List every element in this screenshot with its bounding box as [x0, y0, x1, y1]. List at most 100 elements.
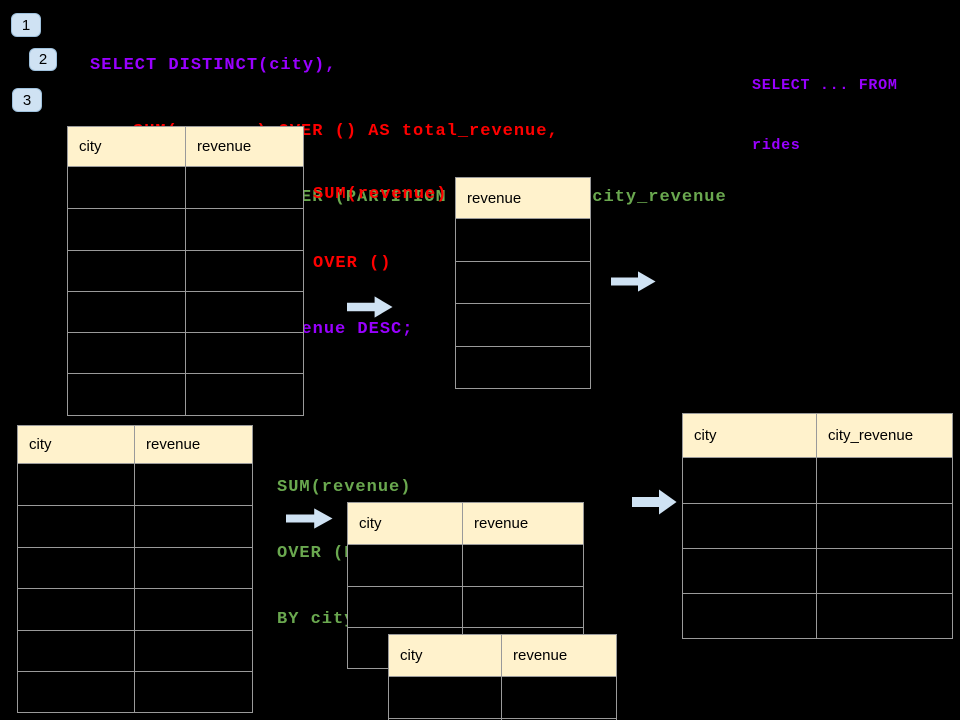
table-cell-empty [186, 167, 303, 208]
table-cell-empty [502, 677, 616, 718]
table-cell-empty [18, 506, 135, 547]
rides-table-bottom: city revenue [17, 425, 253, 714]
table-cell-empty [68, 250, 186, 291]
column-header-city: city [389, 635, 502, 676]
right-arrow-icon [347, 296, 393, 318]
table-cell-empty [135, 672, 252, 712]
column-header-revenue: revenue [146, 436, 201, 453]
table-cell-empty [817, 458, 952, 503]
table-cell-empty [683, 594, 817, 638]
table-header-row: revenue [456, 178, 590, 219]
table-cell-empty [456, 304, 590, 345]
side-note-line1: SELECT ... FROM [752, 77, 898, 94]
table-header-row: city revenue [389, 635, 616, 677]
table-cell-empty [348, 587, 463, 627]
column-header-revenue: revenue [474, 515, 529, 532]
table-row [456, 303, 590, 345]
select-from-rides-note: SELECT ... FROM rides [752, 36, 898, 196]
column-header-revenue: revenue [197, 138, 252, 155]
table-cell-empty [463, 545, 583, 586]
table-cell-empty [456, 347, 590, 388]
table-cell-empty [186, 333, 303, 373]
table-header-row: city revenue [348, 503, 583, 545]
right-arrow-icon [611, 271, 656, 292]
rides-table-top: city revenue [67, 126, 304, 416]
table-cell-empty [186, 374, 303, 414]
column-header-city: city [683, 414, 817, 457]
step-2-badge: 2 [29, 48, 57, 71]
table-cell-empty [186, 209, 303, 249]
step-3-badge: 3 [12, 88, 42, 112]
table-cell-empty [186, 292, 303, 332]
table-cell-empty [18, 589, 135, 630]
side-note-line2: rides [752, 137, 801, 154]
table-cell-empty [68, 374, 186, 415]
step-2-label: 2 [38, 51, 48, 68]
table-body [18, 464, 252, 713]
right-arrow-icon [632, 489, 677, 515]
table-row [18, 505, 252, 547]
table-cell-empty [817, 549, 952, 593]
step-1-label: 1 [21, 16, 31, 34]
table-body [683, 458, 952, 638]
right-arrow-icon [286, 508, 333, 529]
table-cell-empty [456, 262, 590, 303]
table-cell-empty [186, 251, 303, 291]
table-row [18, 588, 252, 630]
table-row [456, 219, 590, 261]
table-cell-empty [135, 589, 252, 629]
column-header-revenue: revenue [513, 647, 568, 664]
table-cell-empty [456, 219, 590, 261]
table-body [389, 677, 616, 720]
table-row [683, 548, 952, 593]
table-body [68, 167, 303, 415]
column-header-revenue: revenue [467, 189, 522, 207]
sql-line-select: SELECT DISTINCT(city), [90, 56, 337, 75]
table-cell-empty [389, 677, 502, 718]
step-3-label: 3 [22, 91, 32, 109]
column-header-city: city [18, 426, 135, 463]
table-row [68, 249, 303, 291]
table-cell-empty [18, 464, 135, 506]
table-body [456, 219, 590, 388]
table-row [18, 670, 252, 713]
table-header-row: city revenue [68, 127, 303, 167]
table-row [683, 458, 952, 503]
sum-partition-line1: SUM(revenue) [277, 478, 412, 497]
table-row [683, 593, 952, 638]
step-1-badge: 1 [11, 13, 41, 37]
table-row [68, 208, 303, 250]
table-row [18, 546, 252, 589]
total-revenue-table: revenue [455, 177, 591, 389]
table-row [68, 373, 303, 415]
table-header-row: city revenue [18, 426, 252, 464]
table-cell-empty [683, 549, 817, 593]
sum-over-line2: OVER () [313, 254, 392, 273]
table-cell-empty [68, 333, 186, 374]
table-row [456, 261, 590, 303]
table-cell-empty [18, 630, 135, 671]
table-cell-empty [68, 291, 186, 333]
sum-over-line1: SUM(revenue) [313, 185, 448, 204]
table-cell-empty [68, 209, 186, 250]
table-cell-empty [348, 545, 463, 586]
city-revenue-result-table: city city_revenue [682, 413, 953, 639]
table-cell-empty [135, 548, 252, 588]
table-cell-empty [68, 167, 186, 209]
sum-over-annotation: SUM(revenue) OVER () [313, 137, 447, 321]
table-row [348, 586, 583, 627]
table-row [18, 464, 252, 506]
table-cell-empty [135, 631, 252, 671]
table-row [18, 629, 252, 671]
column-header-city: city [68, 127, 186, 166]
table-header-row: city city_revenue [683, 414, 952, 458]
table-cell-empty [135, 506, 252, 546]
table-row [683, 503, 952, 548]
table-cell-empty [463, 587, 583, 627]
table-cell-empty [18, 671, 135, 713]
table-row [68, 332, 303, 374]
table-cell-empty [135, 464, 252, 505]
table-row [456, 345, 590, 388]
table-row [68, 290, 303, 333]
